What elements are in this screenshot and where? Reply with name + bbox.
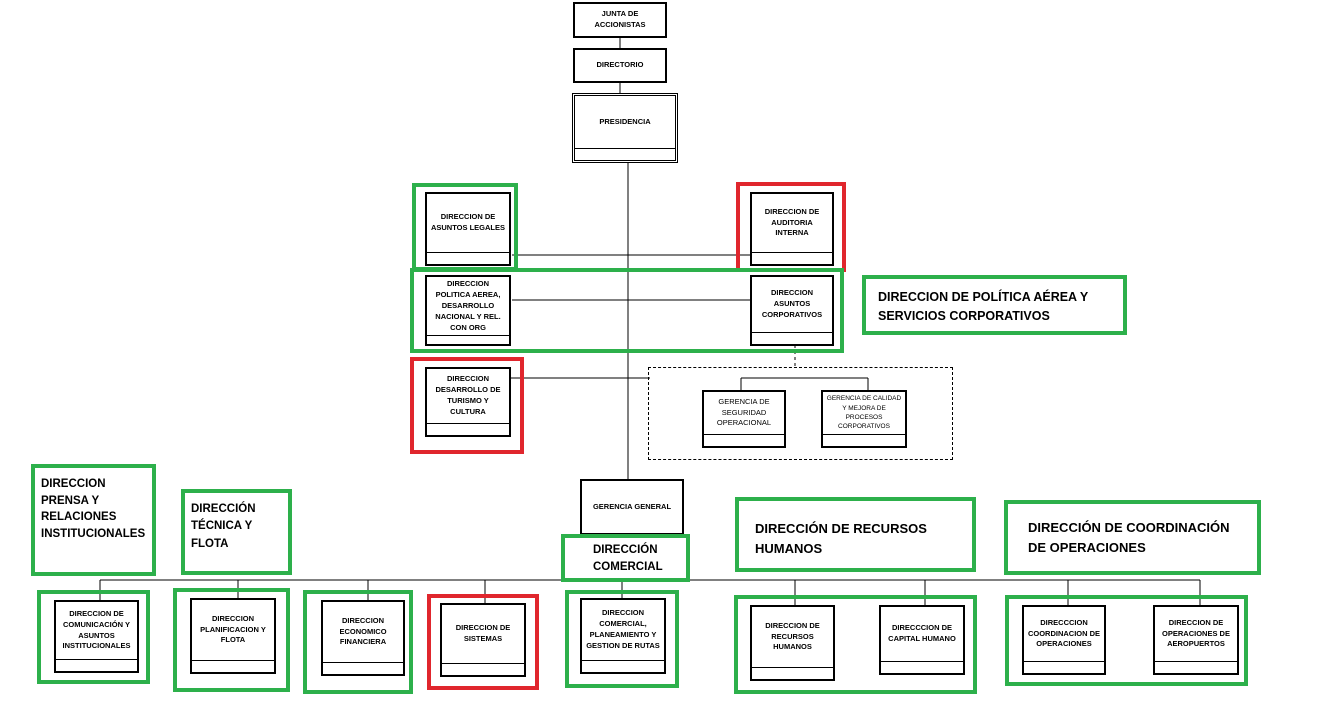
callout-prensa: DIRECCION PRENSA Y RELACIONES INSTITUCIO…	[31, 464, 156, 576]
node-label: DIRECCION DE RECURSOS HUMANOS	[765, 620, 820, 652]
node-label: DIRECCCION COORDINACION DE OPERACIONES	[1027, 617, 1101, 649]
callout-comercial: DIRECCIÓN COMERCIAL	[561, 534, 690, 582]
dashed-group-gerencias	[648, 367, 953, 460]
callout-operaciones: DIRECCIÓN DE COORDINACIÓN DE OPERACIONES	[1004, 500, 1261, 575]
node-label: DIRECCION DE COMUNICACIÓN Y ASUNTOS INST…	[62, 608, 131, 651]
node-gerencia-general: GERENCIA GENERAL	[580, 479, 684, 535]
callout-text: DIRECCION PRENSA Y RELACIONES INSTITUCIO…	[41, 478, 146, 541]
node-economico-financiera: DIRECCION ECONOMICO FINANCIERA	[321, 600, 405, 676]
callout-tecnica: DIRECCIÓN TÉCNICA Y FLOTA	[181, 489, 292, 575]
callout-text: DIRECCIÓN DE RECURSOS HUMANOS	[755, 521, 927, 556]
node-comercial-rutas: DIRECCION COMERCIAL, PLANEAMIENTO Y GEST…	[580, 598, 666, 674]
node-label: DIRECCION PLANIFICACION Y FLOTA	[200, 613, 266, 645]
node-label: DIRECCION DE ASUNTOS LEGALES	[430, 212, 506, 232]
node-label: DIRECCCION DE CAPITAL HUMANO	[888, 623, 956, 643]
node-asuntos-corporativos: DIRECCION ASUNTOS CORPORATIVOS	[750, 275, 834, 346]
node-label: GERENCIA DE CALIDAD Y MEJORA DE PROCESOS…	[826, 395, 902, 431]
node-planificacion-flota: DIRECCION PLANIFICACION Y FLOTA	[190, 598, 276, 674]
node-label: GERENCIA GENERAL	[592, 501, 672, 511]
callout-text: DIRECCIÓN COMERCIAL	[593, 544, 663, 573]
node-label: DIRECCION ECONOMICO FINANCIERA	[339, 615, 387, 647]
node-turismo-cultura: DIRECCION DESARROLLO DE TURISMO Y CULTUR…	[425, 367, 511, 437]
callout-text: DIRECCIÓN DE COORDINACIÓN DE OPERACIONES	[1028, 520, 1230, 555]
node-junta-accionistas: JUNTA DE ACCIONISTAS	[573, 2, 667, 38]
node-auditoria-interna: DIRECCION DE AUDITORIA INTERNA	[750, 192, 834, 266]
node-coordinacion-operaciones: DIRECCCION COORDINACION DE OPERACIONES	[1022, 605, 1106, 675]
node-label: PRESIDENCIA	[599, 116, 651, 126]
callout-text: DIRECCIÓN TÉCNICA Y FLOTA	[191, 503, 256, 550]
node-sistemas: DIRECCION DE SISTEMAS	[440, 603, 526, 677]
node-label: DIRECTORIO	[596, 60, 644, 70]
node-presidencia: PRESIDENCIA	[572, 93, 678, 163]
node-politica-aerea: DIRECCION POLITICA AEREA, DESARROLLO NAC…	[425, 275, 511, 346]
node-label: GERENCIA DE SEGURIDAD OPERACIONAL	[716, 396, 772, 428]
node-label: DIRECCION DE SISTEMAS	[455, 623, 511, 643]
node-comunicacion: DIRECCION DE COMUNICACIÓN Y ASUNTOS INST…	[54, 600, 139, 673]
node-label: JUNTA DE ACCIONISTAS	[594, 9, 646, 29]
node-label: DIRECCION DE OPERACIONES DE AEROPUERTOS	[1162, 617, 1230, 649]
node-label: DIRECCION ASUNTOS CORPORATIVOS	[761, 288, 823, 319]
callout-text: DIRECCION DE POLÍTICA AÉREA Y SERVICIOS …	[878, 290, 1089, 323]
callout-recursos: DIRECCIÓN DE RECURSOS HUMANOS	[735, 497, 976, 572]
node-operaciones-aeropuertos: DIRECCION DE OPERACIONES DE AEROPUERTOS	[1153, 605, 1239, 675]
node-label: DIRECCION POLITICA AEREA, DESARROLLO NAC…	[435, 279, 501, 332]
node-capital-humano: DIRECCCION DE CAPITAL HUMANO	[879, 605, 965, 675]
callout-politica-servicios: DIRECCION DE POLÍTICA AÉREA Y SERVICIOS …	[862, 275, 1127, 335]
node-label: DIRECCION COMERCIAL, PLANEAMIENTO Y GEST…	[586, 608, 660, 650]
node-asuntos-legales: DIRECCION DE ASUNTOS LEGALES	[425, 192, 511, 266]
node-label: DIRECCION DE AUDITORIA INTERNA	[764, 206, 820, 238]
node-label: DIRECCION DESARROLLO DE TURISMO Y CULTUR…	[435, 374, 501, 416]
node-recursos-humanos: DIRECCION DE RECURSOS HUMANOS	[750, 605, 835, 681]
node-directorio: DIRECTORIO	[573, 48, 667, 83]
node-seguridad-operacional: GERENCIA DE SEGURIDAD OPERACIONAL	[702, 390, 786, 448]
node-calidad-procesos: GERENCIA DE CALIDAD Y MEJORA DE PROCESOS…	[821, 390, 907, 448]
